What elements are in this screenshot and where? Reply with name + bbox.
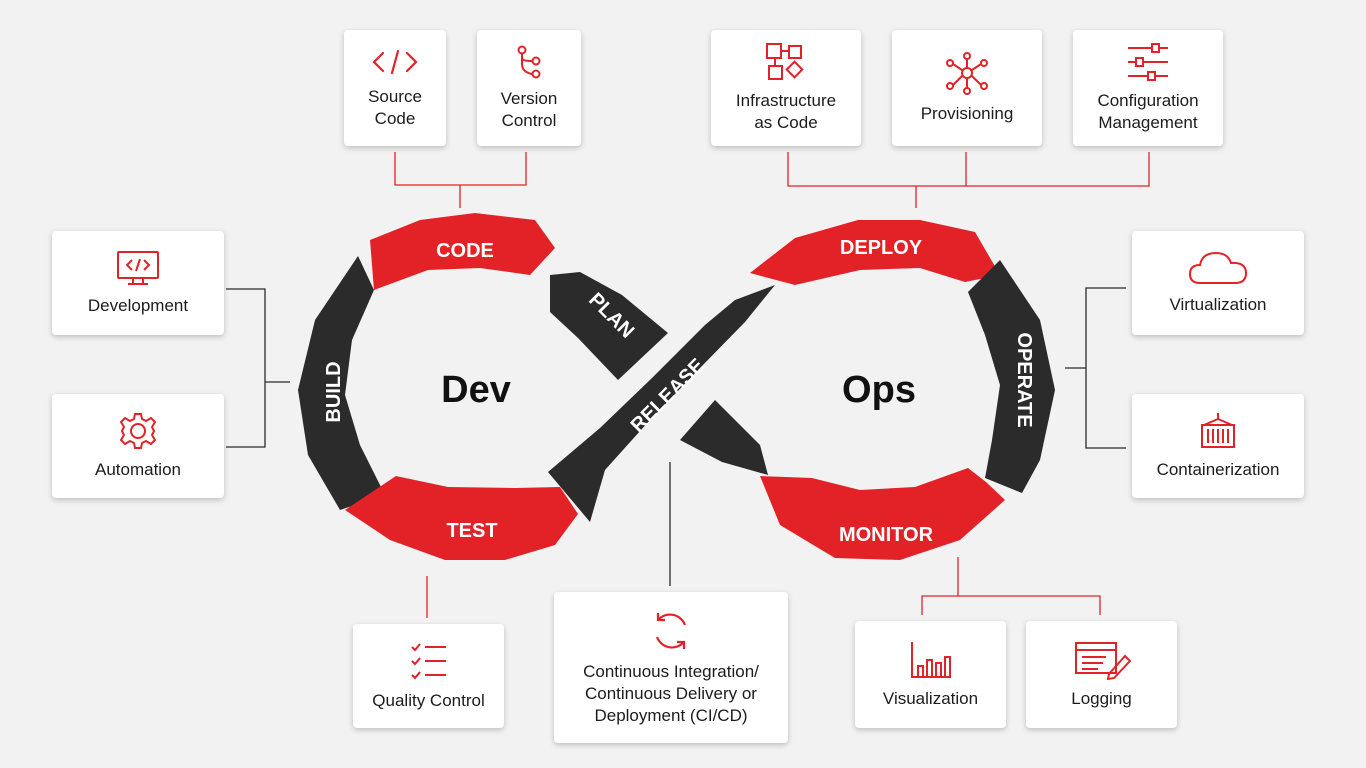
code-brackets-icon [372,49,418,75]
connector-lines [226,152,1150,618]
build-connectors [226,288,290,448]
visualization-label: Visualization [882,688,979,708]
card-configuration-management: Configuration Management [1073,30,1223,146]
segment-test [345,476,578,560]
segment-deploy-label: DEPLOY [840,237,923,259]
card-infrastructure-as-code: Infrastructure as Code [711,30,861,146]
segment-deploy [750,220,1000,285]
card-source-code: Source Code [344,30,446,146]
card-version-control: Version Control [477,30,581,146]
segment-release [548,285,775,522]
container-icon [1201,413,1235,448]
checklist-icon [410,643,446,680]
bar-chart-icon [910,641,951,678]
card-visualization: Visualization [855,621,1006,728]
sync-arrows-icon [655,612,687,649]
segment-monitor-label: MONITOR [839,524,934,546]
segment-release-lower [680,400,768,475]
segment-build-label: BUILD [323,361,345,422]
operate-connectors [1065,287,1126,449]
card-development: Development [52,231,224,335]
deploy-connectors [787,152,1150,208]
card-virtualization: Virtualization [1132,231,1304,335]
segment-plan [550,272,668,380]
segment-test-label: TEST [446,520,497,542]
monitor-connectors [921,557,1101,615]
ops-label: Ops [842,369,916,411]
card-quality-control: Quality Control [353,624,504,728]
automation-label: Automation [95,460,181,479]
segment-operate-label: OPERATE [1013,332,1035,427]
logging-label: Logging [1071,688,1132,708]
configuration-management-label: Configuration Management [1097,91,1199,132]
source-code-label: Source Code [368,87,422,128]
sliders-icon [1128,43,1168,81]
card-provisioning: Provisioning [892,30,1042,146]
blocks-icon [766,43,804,80]
card-cicd: Continuous Integration/ Continuous Deliv… [554,592,788,743]
infinity-ribbon [298,213,1055,560]
segment-code [370,213,555,290]
code-connectors [394,152,527,208]
provisioning-label: Provisioning [920,104,1014,123]
git-branch-icon [517,45,541,79]
dev-label: Dev [441,369,511,411]
card-containerization: Containerization [1132,394,1304,498]
network-hub-icon [946,52,988,95]
development-label: Development [87,296,189,315]
card-automation: Automation [52,394,224,498]
segment-code-label: CODE [436,240,494,262]
quality-control-label: Quality Control [372,691,485,710]
virtualization-label: Virtualization [1169,295,1267,314]
cloud-icon [1188,251,1248,284]
version-control-label: Version Control [500,89,558,130]
log-edit-icon [1074,641,1131,680]
containerization-label: Containerization [1156,460,1280,479]
card-logging: Logging [1026,621,1177,728]
cicd-label: Continuous Integration/ Continuous Deliv… [583,661,759,725]
infrastructure-as-code-label: Infrastructure as Code [735,91,837,132]
gear-icon [119,413,157,449]
segment-operate [968,260,1055,493]
segment-build [298,256,385,510]
monitor-code-icon [117,251,159,285]
segment-monitor [760,468,1005,560]
